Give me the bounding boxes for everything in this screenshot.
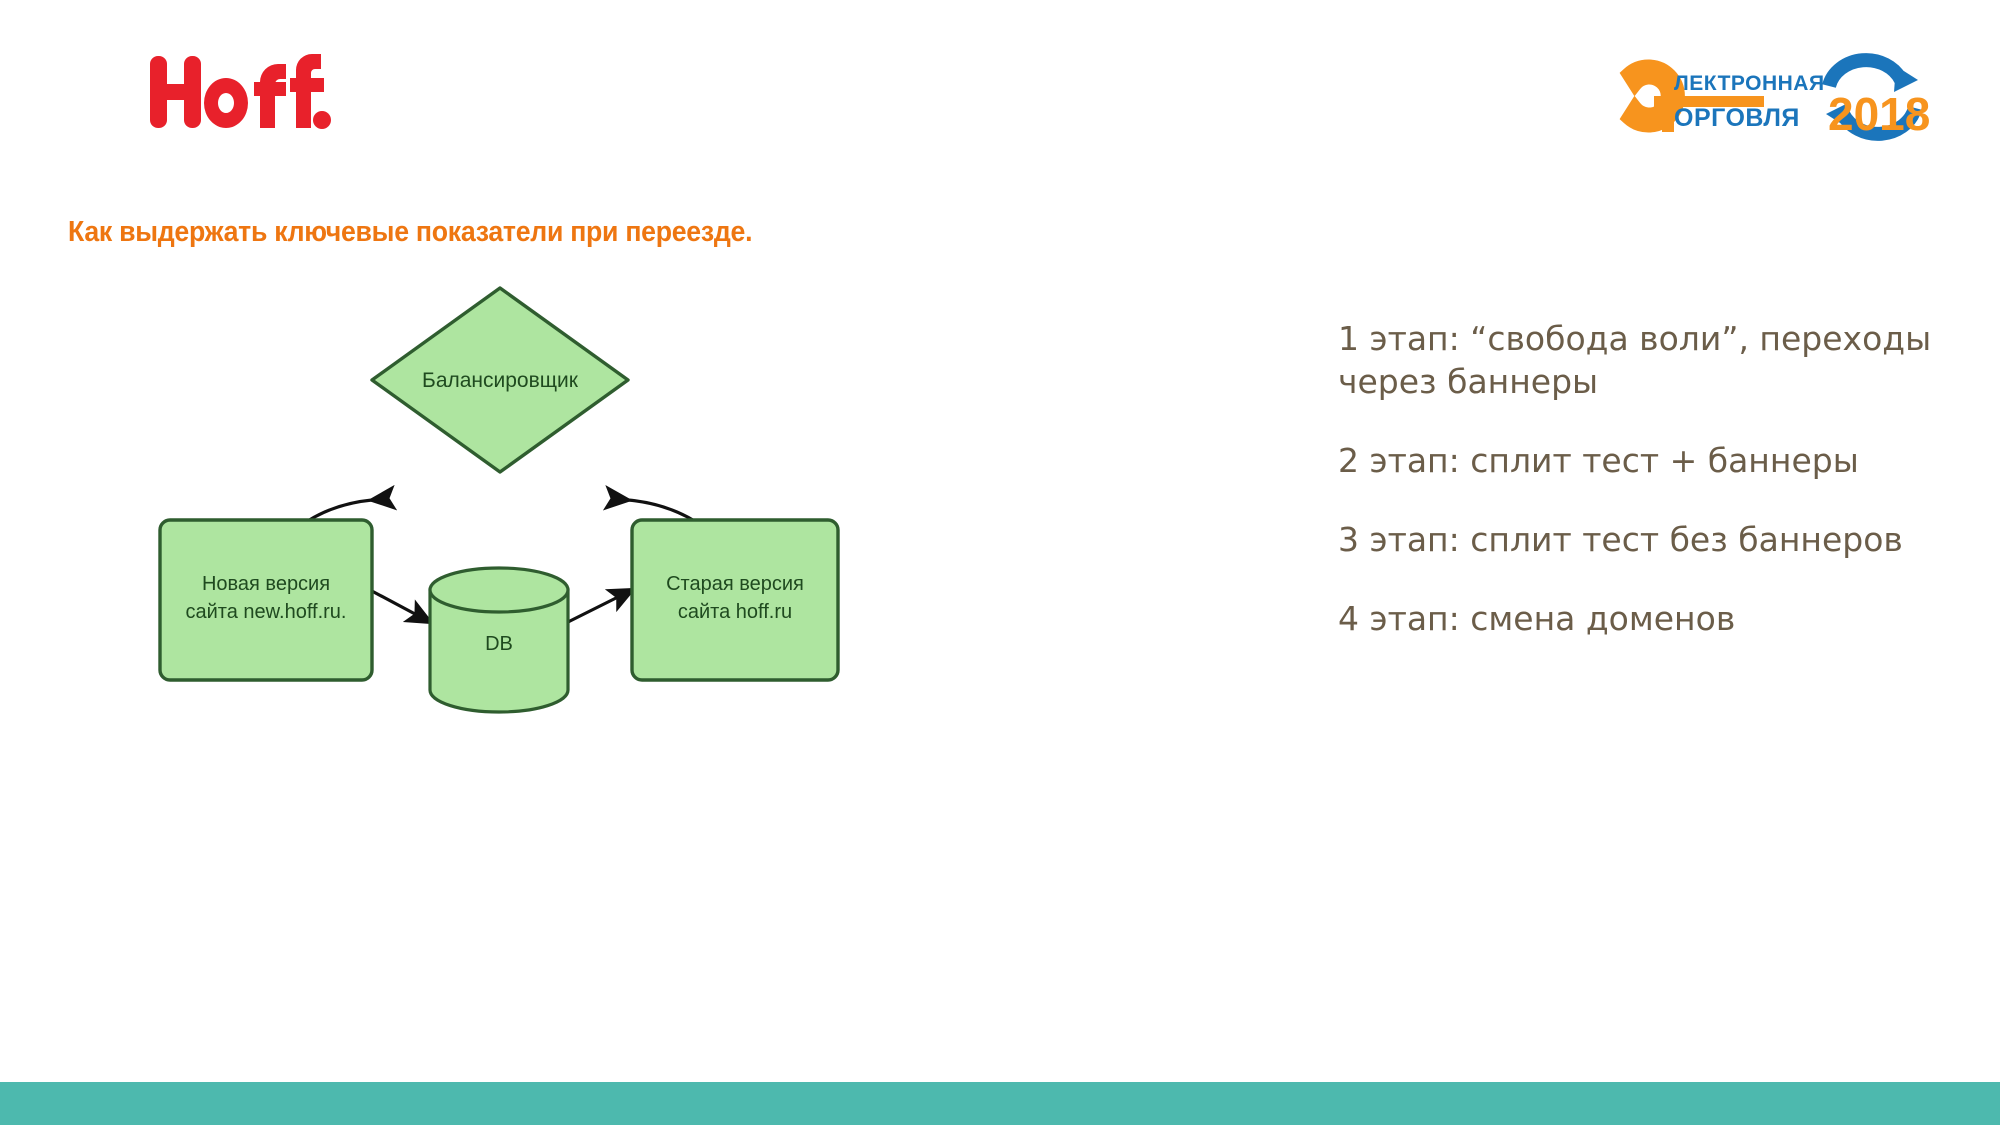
page-title: Как выдержать ключевые показатели при пе… [68, 216, 753, 248]
node-old-site[interactable]: Старая версия сайта hoff.ru [630, 518, 840, 682]
edge-db-to-old-site [540, 587, 637, 645]
node-old-site-label-line2: сайта hoff.ru [678, 601, 792, 623]
stage-item-4: 4 этап: смена доменов [1338, 598, 1736, 638]
event-logo: ЛЕКТРОННАЯ ОРГОВЛЯ 2018 [1610, 48, 1940, 144]
node-balancer[interactable]: Балансировщик [370, 286, 630, 474]
node-new-site-label-line2: сайта new.hoff.ru. [186, 601, 347, 623]
node-db-label: DB [485, 633, 513, 655]
event-logo-year: 2018 [1828, 88, 1930, 140]
db-cylinder-body [428, 588, 570, 714]
node-new-site[interactable]: Новая версия сайта new.hoff.ru. [158, 518, 374, 682]
stage-item-3: 3 этап: сплит тест без баннеров [1338, 519, 1903, 559]
architecture-diagram: Балансировщик Новая версия сайта new.hof… [120, 270, 940, 730]
edge-new-site-to-db [342, 567, 435, 625]
stage-item-1: 1 этап: “свобода воли”, переходы через б… [1338, 319, 1932, 401]
circular-arrow-icon [1822, 53, 1922, 141]
node-balancer-label: Балансировщик [422, 369, 579, 392]
footer-bar [0, 1082, 2000, 1125]
diamond-shape [370, 286, 630, 474]
stage-item-2: 2 этап: сплит тест + баннеры [1338, 440, 1859, 480]
hoff-logo [148, 48, 338, 138]
node-new-site-label-line1: Новая версия [202, 573, 330, 595]
stages-list: 1 этап: “свобода воли”, переходы через б… [1338, 318, 1938, 640]
db-cylinder-top [428, 566, 570, 614]
hoff-logo-svg [150, 54, 331, 129]
event-logo-line1: ЛЕКТРОННАЯ [1674, 72, 1825, 95]
new-site-box-shape [158, 518, 374, 682]
node-old-site-label-line1: Старая версия [666, 573, 804, 595]
diagram-svg: Балансировщик Новая версия сайта new.hof… [158, 286, 840, 714]
event-logo-svg: ЛЕКТРОННАЯ ОРГОВЛЯ 2018 [1619, 53, 1930, 141]
node-db[interactable]: DB [428, 566, 570, 714]
event-logo-line2: ОРГОВЛЯ [1674, 104, 1800, 132]
letter-t-bar [1654, 96, 1764, 107]
old-site-box-shape [630, 518, 840, 682]
